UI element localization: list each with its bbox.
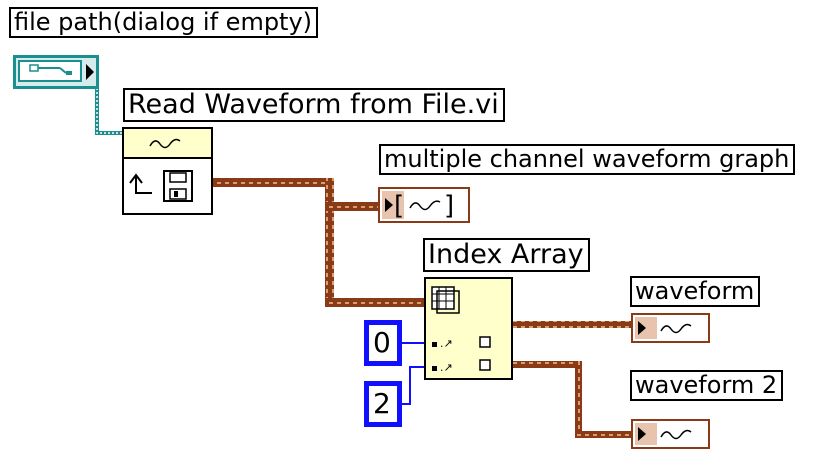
file-path-control[interactable]: [13, 55, 99, 89]
array-index-icon: .↗ .↗: [431, 286, 491, 374]
index-wire-1[interactable]: [400, 366, 425, 405]
svg-text:[: [: [394, 191, 404, 220]
svg-text:.↗: .↗: [440, 337, 453, 350]
svg-text:.↗: .↗: [440, 361, 453, 374]
read-vi-label: Read Waveform from File.vi: [123, 88, 505, 122]
multi-graph-label: multiple channel waveform graph: [379, 144, 796, 175]
waveform2-indicator[interactable]: [631, 419, 710, 449]
waveform-icon: [660, 429, 692, 440]
index-array-node[interactable]: .↗ .↗: [424, 277, 513, 380]
terminal-arrow: [638, 321, 646, 335]
waveform-array-wire[interactable]: [212, 178, 425, 307]
waveform-indicator[interactable]: [631, 313, 710, 343]
waveform-icon: [149, 138, 181, 149]
index-constant-1[interactable]: 2: [364, 381, 402, 427]
waveform-label: waveform: [630, 276, 761, 307]
path-control-icon: [18, 60, 94, 82]
read-waveform-vi[interactable]: [122, 127, 213, 215]
vi-header: [124, 129, 211, 159]
index-constant-0[interactable]: 0: [364, 320, 402, 366]
path-wire[interactable]: [95, 80, 125, 135]
multi-channel-waveform-graph[interactable]: [ ]: [378, 187, 470, 223]
index-array-label: Index Array: [423, 238, 590, 272]
waveform-wire-1[interactable]: [512, 321, 634, 328]
waveform-wire-2[interactable]: [512, 361, 634, 438]
terminal-arrow: [638, 427, 646, 441]
file-read-icon: [129, 170, 193, 202]
waveform2-label: waveform 2: [630, 370, 784, 401]
svg-text:]: ]: [444, 191, 454, 220]
waveform-icon: [660, 323, 692, 334]
terminal-arrow: [385, 198, 393, 212]
file-path-label: file path(dialog if empty): [9, 7, 319, 38]
waveform-array-icon: [ ]: [394, 191, 454, 220]
